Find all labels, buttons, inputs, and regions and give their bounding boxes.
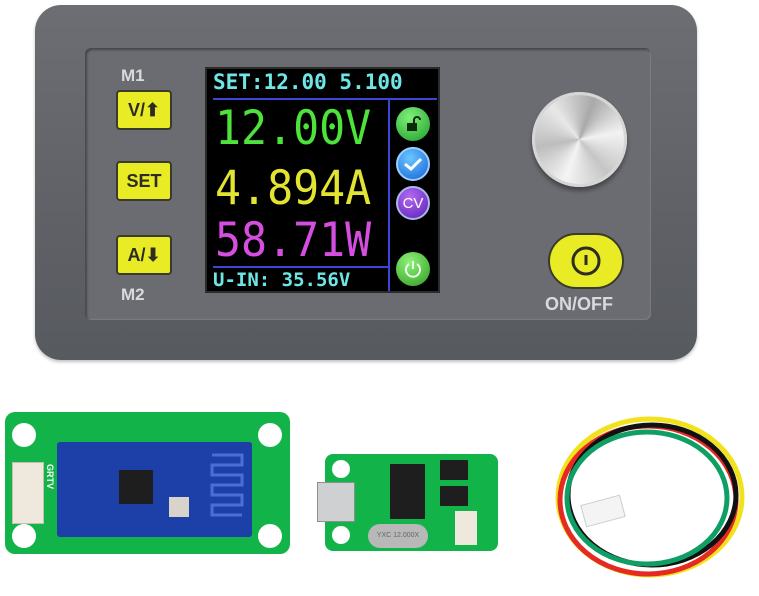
lcd-display: SET:12.00 5.100 12.00V 4.894A 58.71W U-I… (205, 67, 440, 293)
cable-connector (580, 494, 626, 528)
micro-usb-port (317, 482, 355, 522)
bluetooth-module-board: GRTV (5, 412, 290, 554)
input-voltage-readout: U-IN: 35.56V (213, 269, 351, 291)
power-button[interactable] (548, 233, 624, 289)
adjustment-knob[interactable] (532, 92, 627, 187)
check-icon (396, 147, 430, 181)
current-down-button[interactable]: A/⬇ (116, 235, 172, 275)
usb-module-board: YXC 12.000X (317, 454, 498, 551)
usb-serial-chip (390, 464, 425, 519)
vertical-divider (388, 98, 390, 291)
bluetooth-pin-labels: GRTV (45, 464, 55, 490)
setpoint-readout: SET:12.00 5.100 (213, 70, 403, 94)
connection-cable (555, 416, 745, 578)
output-power: 58.71W (215, 213, 372, 268)
wire-green (564, 429, 730, 567)
m1-label: M1 (121, 66, 145, 85)
output-voltage: 12.00V (215, 101, 372, 156)
usb-module-connector (455, 511, 477, 545)
optocoupler-u6 (440, 486, 468, 506)
antenna-trace (210, 453, 244, 517)
top-divider (213, 98, 437, 100)
power-icon (571, 246, 601, 276)
voltage-up-button[interactable]: V/⬆ (116, 90, 172, 130)
bottom-divider (213, 266, 389, 268)
output-current: 4.894A (215, 161, 372, 216)
m2-label: M2 (121, 285, 145, 304)
set-button[interactable]: SET (116, 161, 172, 201)
bluetooth-chip-module (57, 442, 252, 537)
optocoupler-u5 (440, 460, 468, 480)
microcontroller-chip (119, 470, 153, 504)
crystal-oscillator: YXC 12.000X (368, 524, 428, 548)
bluetooth-connector (12, 462, 44, 524)
power-label: ON/OFF (545, 294, 613, 314)
power-on-icon (396, 252, 430, 286)
cv-mode-icon: CV (396, 186, 430, 220)
unlock-icon (396, 107, 430, 141)
crystal (169, 497, 189, 517)
